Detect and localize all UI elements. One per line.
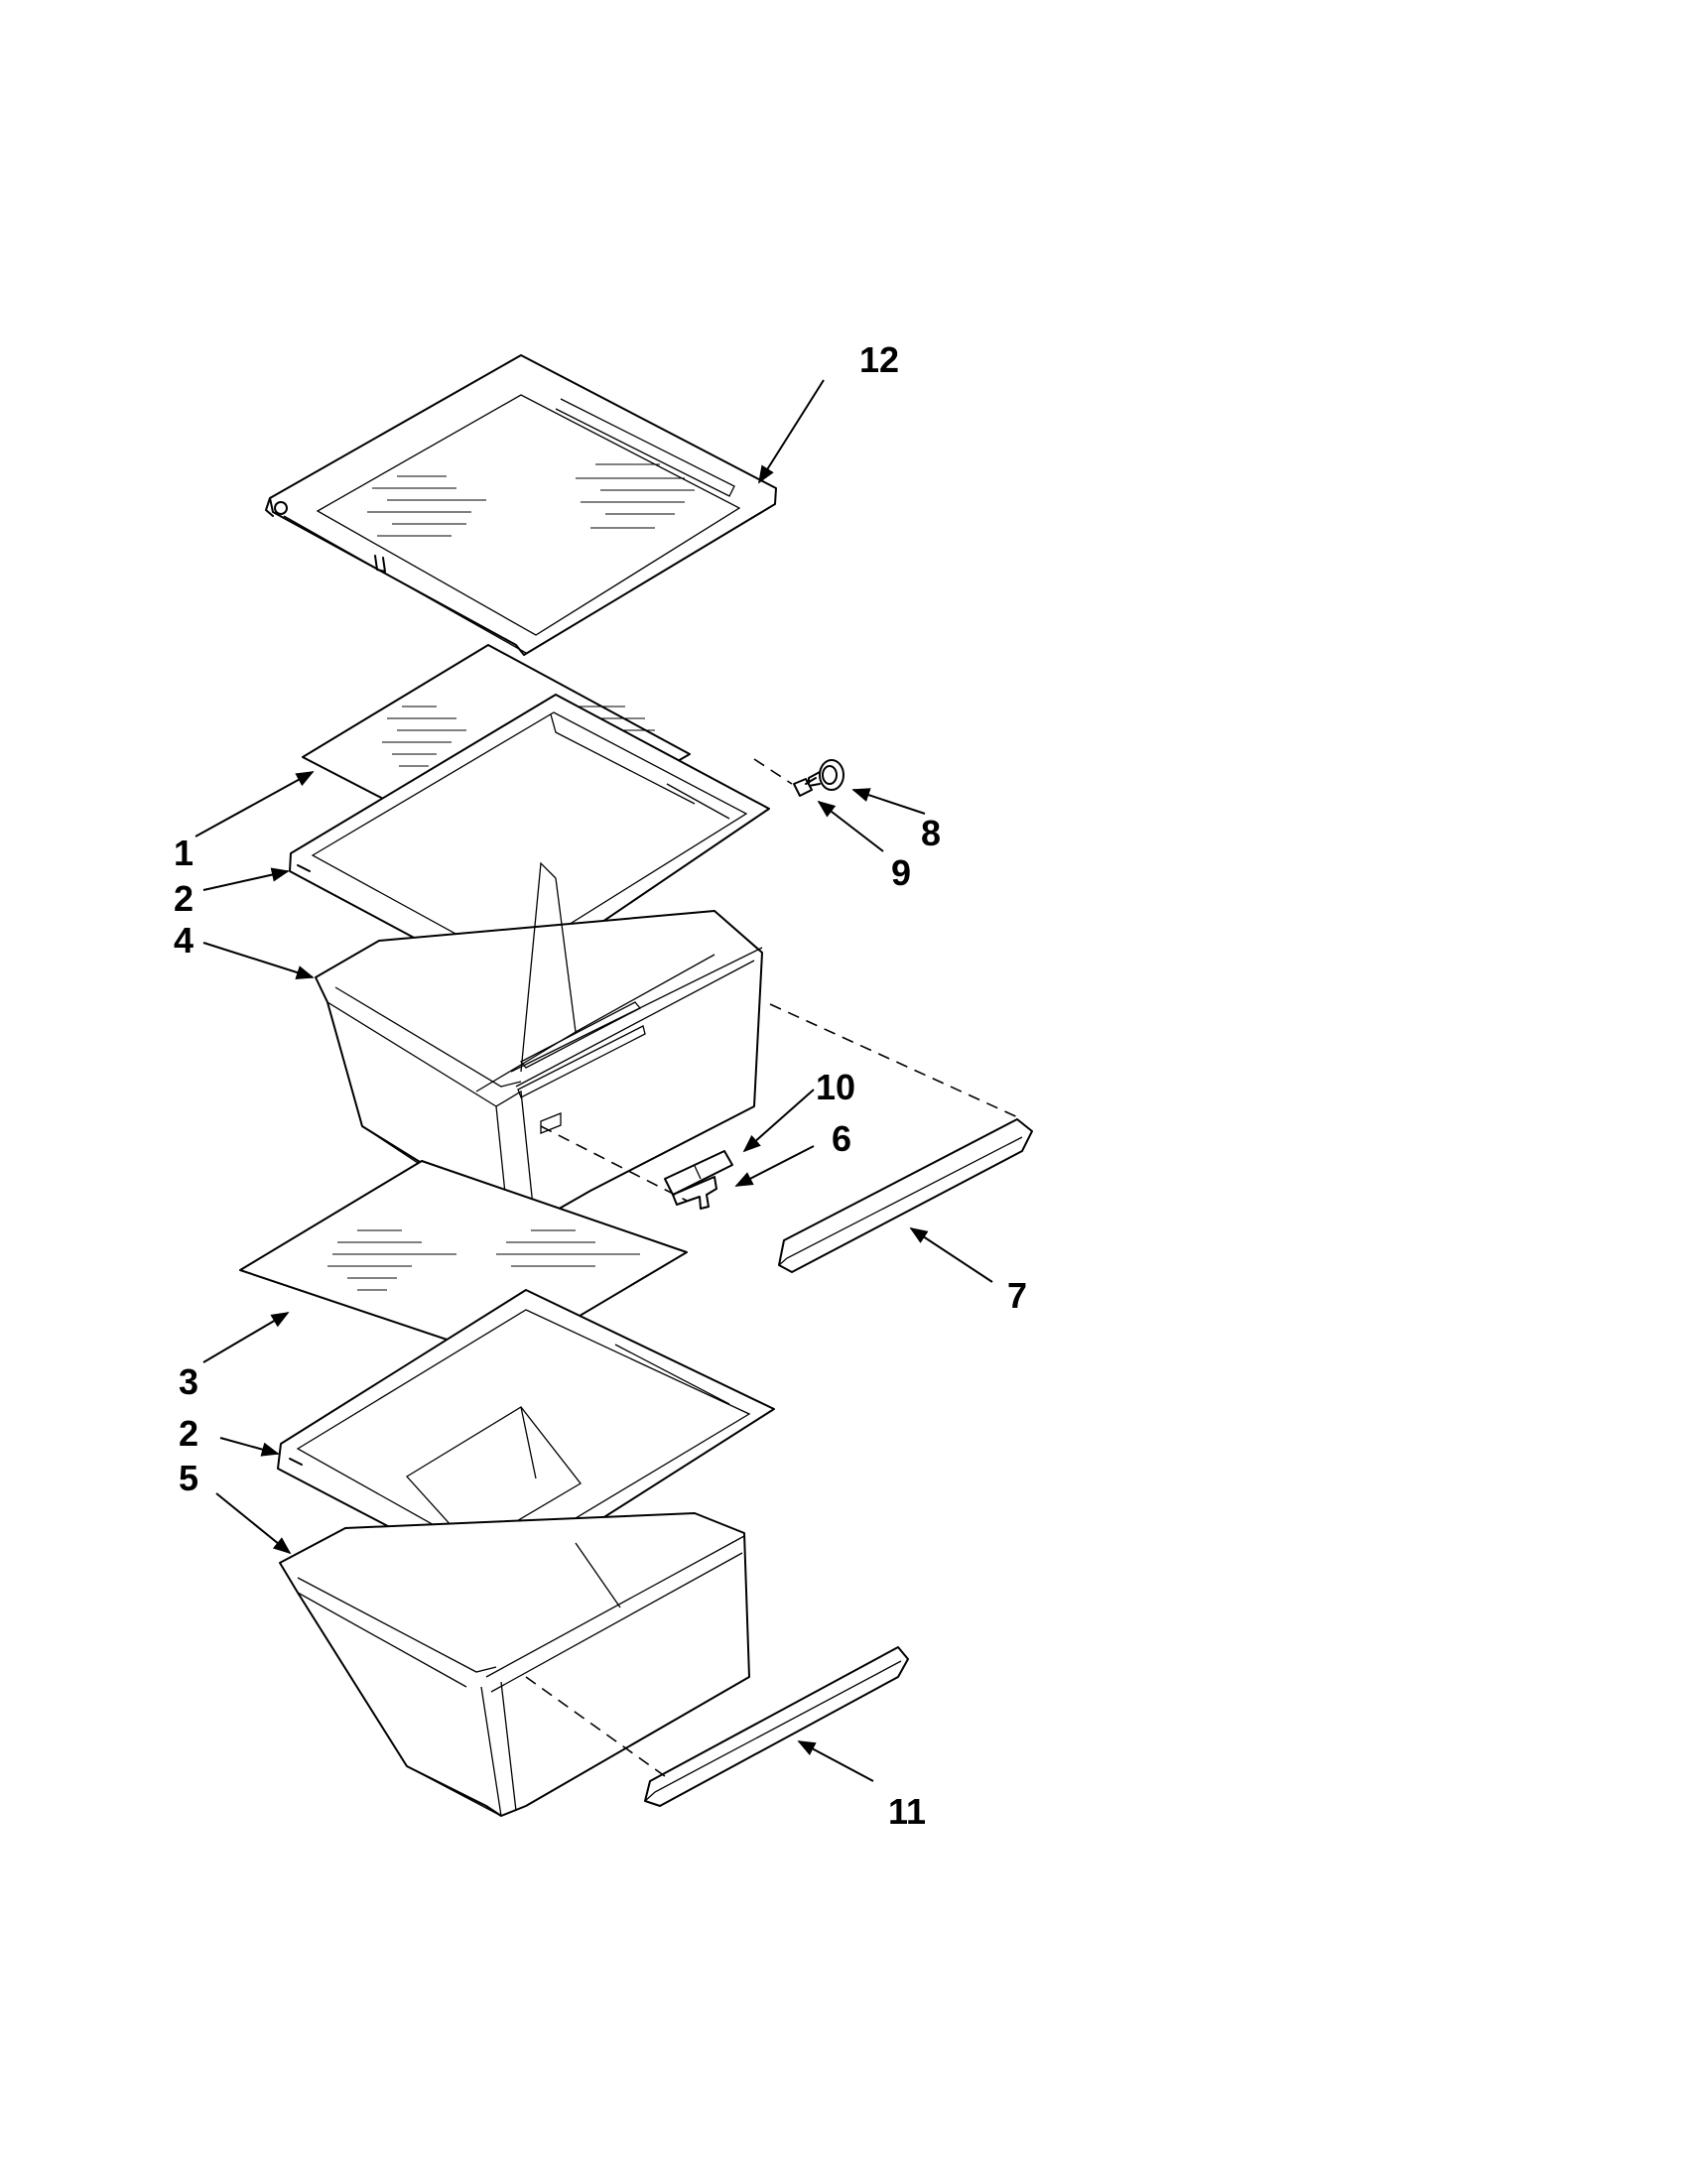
callout-7: 7 (1007, 1275, 1027, 1316)
part-11-front-trim-lower (644, 1646, 909, 1807)
part-10-humidity-control (664, 1150, 733, 1196)
callout-8: 8 (921, 813, 941, 853)
callout-9: 9 (891, 852, 911, 893)
part-3-crisper-glass-lower (239, 1160, 688, 1360)
part-9-screw (793, 777, 817, 797)
part-7-front-trim-upper (778, 1118, 1033, 1273)
leader-arrows (195, 379, 993, 1782)
part-12-shelf (265, 354, 777, 656)
part-8-knob (808, 759, 844, 791)
callout-3: 3 (179, 1361, 198, 1402)
callout-1: 1 (174, 833, 194, 873)
part-5-crisper-drawer-lower (279, 1512, 750, 1817)
callout-4: 4 (174, 920, 194, 961)
callout-10: 10 (816, 1067, 855, 1107)
callout-2-lower: 2 (179, 1413, 198, 1454)
callout-12: 12 (859, 339, 899, 380)
callout-11: 11 (888, 1791, 926, 1832)
alignment-lines (525, 758, 1023, 1777)
part-6-humidity-slide (672, 1176, 717, 1210)
part-4-crisper-drawer-upper (315, 861, 763, 1231)
callout-labels: 12 1 2 4 8 9 10 6 7 3 2 5 11 (174, 339, 1027, 1832)
callout-5: 5 (179, 1458, 198, 1498)
callout-2-upper: 2 (174, 878, 194, 919)
callout-6: 6 (832, 1118, 851, 1159)
